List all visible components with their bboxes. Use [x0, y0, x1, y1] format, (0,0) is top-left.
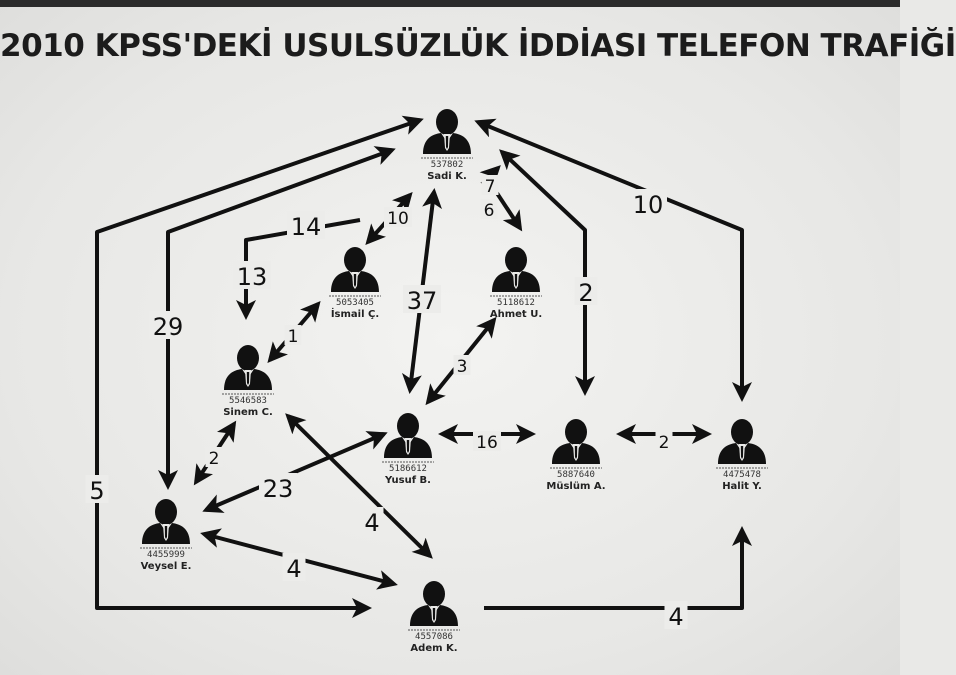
edge-label-e19: 4	[668, 603, 683, 631]
person-silhouette-icon	[718, 419, 766, 464]
edge-adem-halit	[484, 526, 752, 610]
edge-label-e13: 2	[209, 449, 220, 469]
edge-label-e5: 37	[407, 287, 438, 315]
edge-label-e15: 4	[364, 509, 379, 537]
edge-sinem-adem	[285, 413, 433, 559]
edge-label-bg	[287, 211, 325, 239]
edge-label-bg	[655, 431, 673, 451]
person-name: Ahmet U.	[490, 309, 542, 320]
edge-label-bg	[403, 285, 441, 313]
edge-label-bg	[205, 447, 223, 467]
edge-label-e17: 16	[476, 433, 498, 453]
person-name: Halit Y.	[722, 481, 762, 492]
edge-label-e11: 29	[153, 313, 184, 341]
edge-label-e7: 6	[484, 201, 495, 221]
edge-sadi-halit	[474, 118, 752, 402]
page-title: 2010 KPSS'DEKİ USULSÜZLÜK İDDİASI TELEFO…	[0, 28, 956, 64]
person-silhouette-icon	[384, 413, 432, 458]
edge-label-bg	[233, 261, 271, 289]
person-phone: 5118612	[497, 298, 535, 308]
person-silhouette-icon	[331, 247, 379, 292]
person-silhouette-icon	[492, 247, 540, 292]
edge-label-e4: 1	[288, 327, 299, 347]
person-name: Müslüm A.	[546, 481, 605, 492]
person-phone: 5186612	[389, 464, 427, 474]
edge-label-bg	[473, 431, 501, 451]
edge-label-bg	[453, 355, 471, 375]
edge-label-e3: 10	[387, 209, 409, 229]
edge-label-e10: 10	[633, 191, 664, 219]
edge-label-bg	[149, 311, 187, 339]
edge-label-bg	[282, 553, 306, 581]
person-name: Veysel E.	[141, 561, 192, 572]
edge-label-e18: 2	[659, 433, 670, 453]
edge-label-e1: 14	[291, 213, 322, 241]
person-phone: 5546583	[229, 396, 267, 406]
edge-label-bg	[480, 199, 498, 219]
person-name: İsmail Ç.	[331, 306, 379, 320]
edge-label-e9: 2	[578, 279, 593, 307]
edge-label-bg	[481, 175, 499, 195]
edge-label-e16: 4	[286, 555, 301, 583]
edge-label-e12: 5	[89, 477, 104, 505]
person-phone: 5887640	[557, 470, 595, 480]
edge-sadi-veysel	[158, 146, 396, 490]
edge-label-e2: 13	[237, 263, 268, 291]
person-phone: 4557086	[415, 632, 453, 642]
edge-label-bg	[664, 601, 688, 629]
person-silhouette-icon	[423, 109, 471, 154]
person-name: Sinem C.	[223, 407, 273, 418]
person-silhouette-icon	[410, 581, 458, 626]
person-silhouette-icon	[142, 499, 190, 544]
edge-label-bg	[259, 473, 297, 501]
edge-label-bg	[629, 189, 667, 217]
person-silhouette-icon	[552, 419, 600, 464]
edge-label-bg	[360, 507, 384, 535]
person-phone: 4475478	[723, 470, 761, 480]
edge-label-bg	[284, 325, 302, 345]
edge-sadi-adem	[95, 115, 424, 618]
edge-label-e8: 3	[457, 357, 468, 377]
edge-label-bg	[384, 207, 412, 227]
edge-label-bg	[574, 277, 598, 305]
person-name: Yusuf B.	[384, 475, 431, 486]
person-phone: 5053405	[336, 298, 374, 308]
edge-label-e6: 7	[485, 177, 496, 197]
edge-label-bg	[85, 475, 109, 503]
person-silhouette-icon	[224, 345, 272, 390]
edge-label-e14: 23	[263, 475, 294, 503]
person-phone: 537802	[431, 160, 464, 170]
top-bar	[0, 0, 900, 7]
person-name: Adem K.	[410, 643, 457, 654]
person-phone: 4455999	[147, 550, 185, 560]
person-name: Sadi K.	[427, 171, 467, 182]
